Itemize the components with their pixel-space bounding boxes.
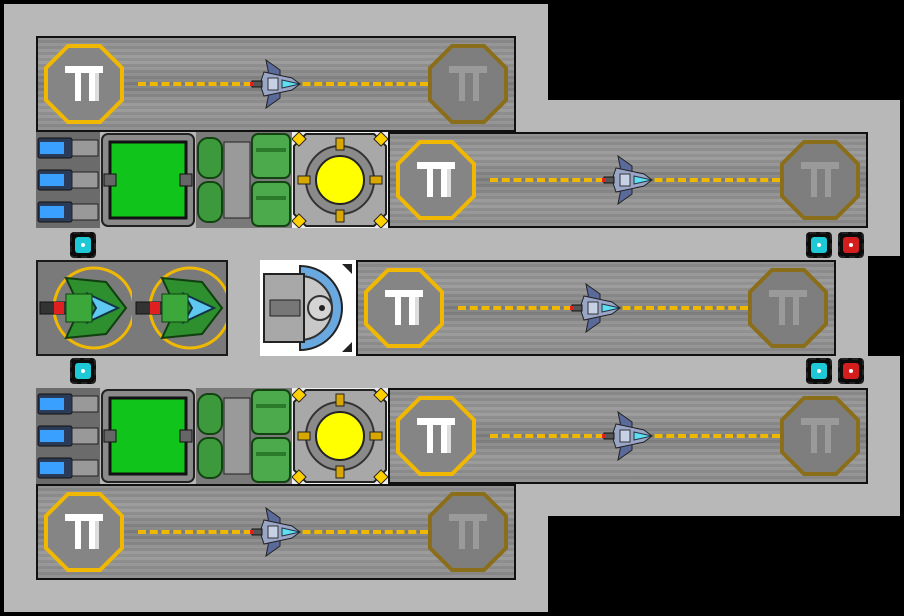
fighter-ship-icon[interactable] [596,404,660,468]
fuel-generator-icon[interactable] [196,388,292,484]
launch-pad-icon[interactable] [396,140,476,220]
reactor-core-icon[interactable] [292,132,388,228]
launch-pad-icon[interactable] [396,396,476,476]
landing-pad-icon[interactable] [428,492,508,572]
landing-pad-icon[interactable] [780,140,860,220]
door-button-lower-right-cyan[interactable] [806,358,832,384]
cargo-storage-icon[interactable] [100,132,196,228]
fighter-ship-icon[interactable] [596,148,660,212]
fighter-ship-icon[interactable] [564,276,628,340]
launch-pad-icon[interactable] [44,44,124,124]
launch-pad-icon[interactable] [364,268,444,348]
hangar-bay-2[interactable] [388,132,868,228]
door-button-upper-right-cyan[interactable] [806,232,832,258]
thruster-bank-icon[interactable] [36,132,100,228]
hangar-bay-5[interactable] [36,484,516,580]
landing-pad-icon[interactable] [780,396,860,476]
thruster-bank-icon[interactable] [36,388,100,484]
door-button-upper-right-red[interactable] [838,232,864,258]
hangar-bay-4[interactable] [388,388,868,484]
hangar-bay-1[interactable] [36,36,516,132]
door-button-upper-left[interactable] [70,232,96,258]
launch-pad-icon[interactable] [44,492,124,572]
fighter-ship-icon[interactable] [244,52,308,116]
cargo-storage-icon[interactable] [100,388,196,484]
door-button-lower-right-red[interactable] [838,358,864,384]
hangar-bay-3[interactable] [356,260,836,356]
reactor-core-icon[interactable] [292,388,388,484]
landing-pad-icon[interactable] [428,44,508,124]
landing-pad-icon[interactable] [748,268,828,348]
fighter-ship-icon[interactable] [244,500,308,564]
fuel-generator-icon[interactable] [196,132,292,228]
turret-bay-border [36,260,228,356]
cockpit-dome-icon[interactable] [260,260,356,356]
door-button-lower-left[interactable] [70,358,96,384]
